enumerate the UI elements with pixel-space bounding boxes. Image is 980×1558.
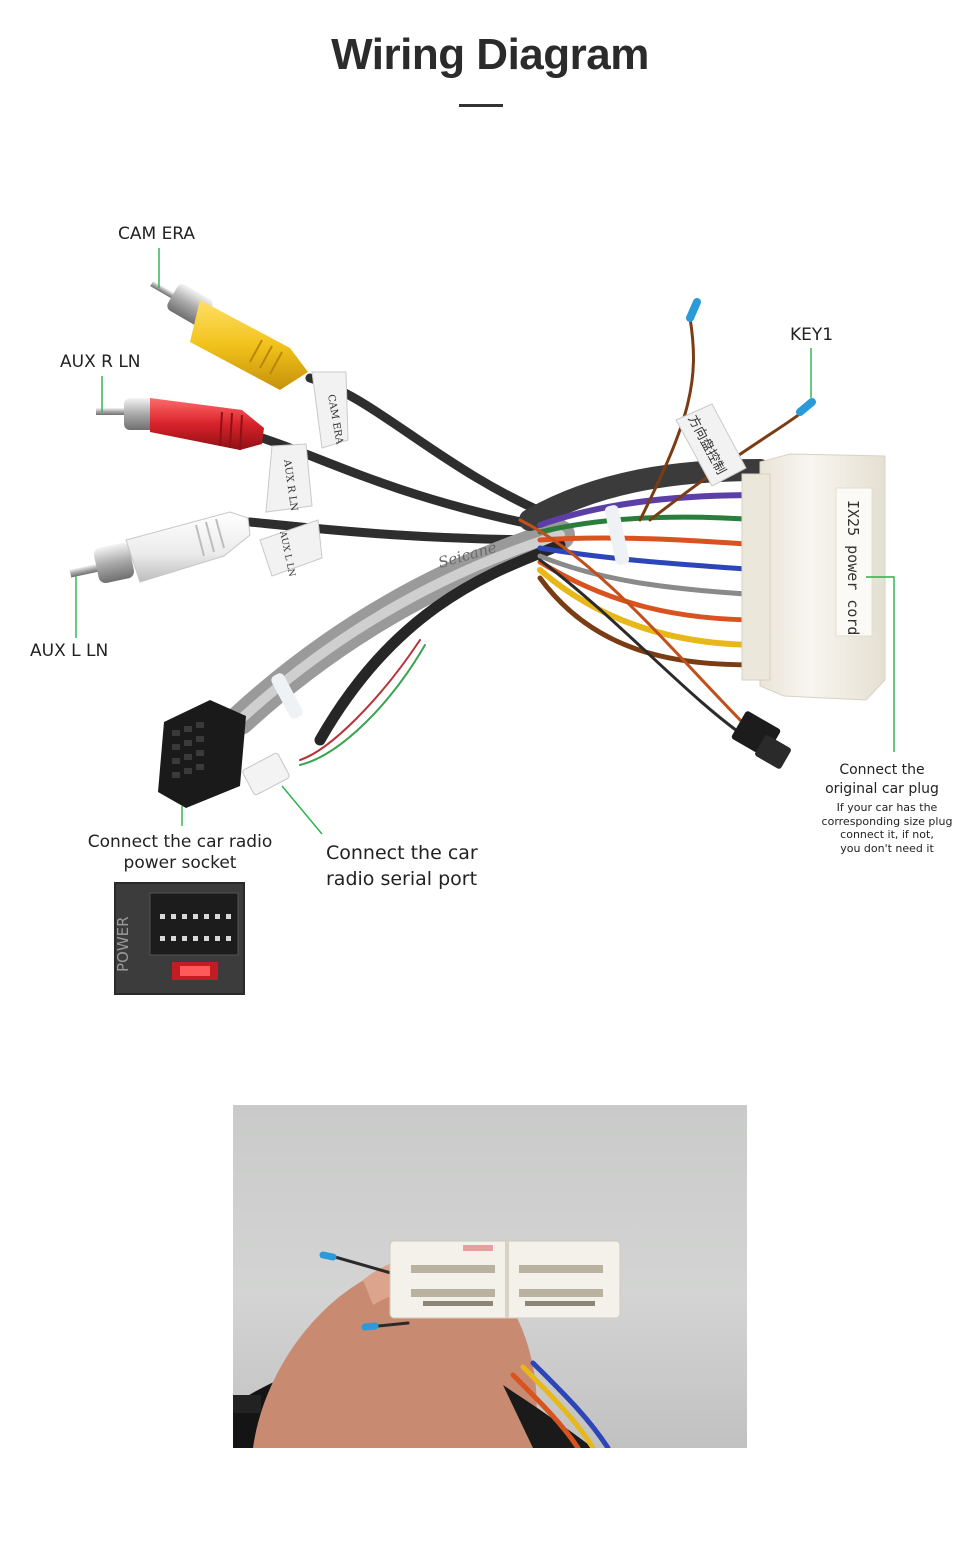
radio-power-plug xyxy=(158,700,246,808)
label-aux-r: AUX R LN xyxy=(60,352,141,372)
key-wire-tips xyxy=(686,298,816,416)
label-serial-port: Connect the car radio serial port xyxy=(326,842,478,890)
tag-steering-control: 方向盘控制 xyxy=(675,403,747,487)
label-key1: KEY1 xyxy=(790,325,834,345)
title-underline xyxy=(459,104,503,107)
label-power-socket: Connect the car radio power socket xyxy=(87,832,273,873)
connector-photo xyxy=(233,1105,747,1448)
label-original-plug: Connect the original car plug xyxy=(825,762,939,797)
two-pin-plug xyxy=(731,711,791,769)
aux-l-rca-plug xyxy=(69,511,251,584)
ix25-power-cord-connector: IX25 power cord xyxy=(741,453,886,701)
note-original-plug: If your car has the corresponding size p… xyxy=(821,801,953,855)
tag-aux-r: AUX R LN xyxy=(265,443,313,513)
tag-aux-l: AUX L LN xyxy=(259,519,323,578)
page-title: Wiring Diagram xyxy=(331,30,649,79)
photo-white-connector xyxy=(389,1240,621,1319)
serial-port-plug xyxy=(242,752,290,796)
tag-camera: CAM ERA xyxy=(311,371,349,449)
wiring-harness-illustration: Seicane xyxy=(69,248,895,835)
cable-ties xyxy=(271,505,630,719)
camera-rca-plug xyxy=(150,280,308,390)
connector-print: IX25 power cord xyxy=(844,500,862,635)
leader-lines xyxy=(75,248,895,835)
label-camera: CAM ERA xyxy=(118,224,196,244)
hand-connector-illustration xyxy=(233,1240,621,1448)
label-aux-l: AUX L LN xyxy=(30,641,109,661)
aux-r-rca-plug xyxy=(96,398,264,451)
